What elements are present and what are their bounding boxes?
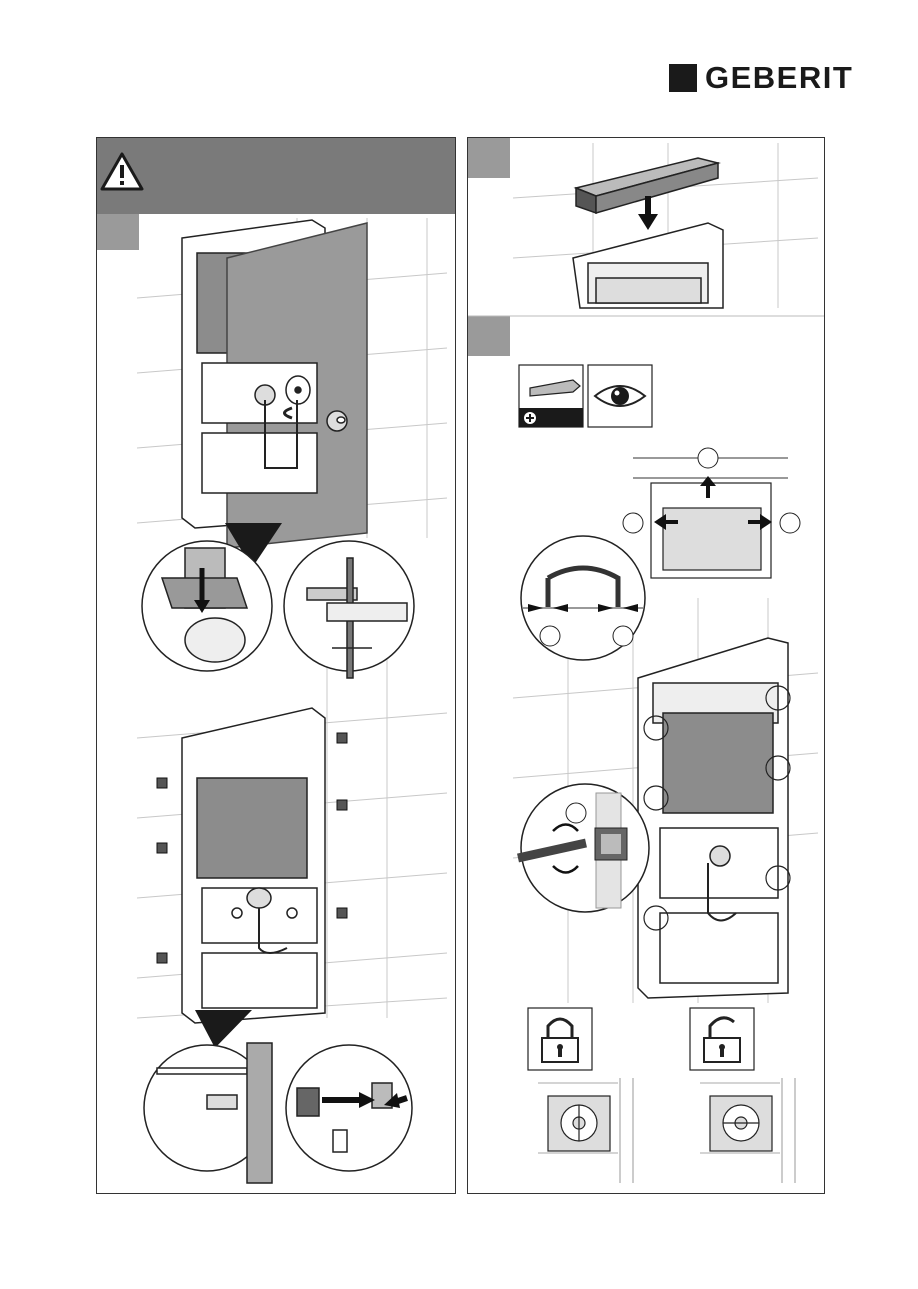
left-instruction-panel xyxy=(96,137,456,1194)
right-instruction-panel xyxy=(467,137,825,1194)
geberit-logo: GEBERIT xyxy=(669,62,859,94)
eye-icon xyxy=(588,365,652,427)
brand-name: GEBERIT xyxy=(705,62,853,94)
frame-install-illustration xyxy=(97,138,455,1193)
cover-box-illustration xyxy=(468,138,824,1193)
lock-open-icon xyxy=(690,1008,754,1070)
phillips-screwdriver-icon xyxy=(519,365,583,427)
lock-closed-icon xyxy=(528,1008,592,1070)
logo-square-icon xyxy=(669,64,697,92)
